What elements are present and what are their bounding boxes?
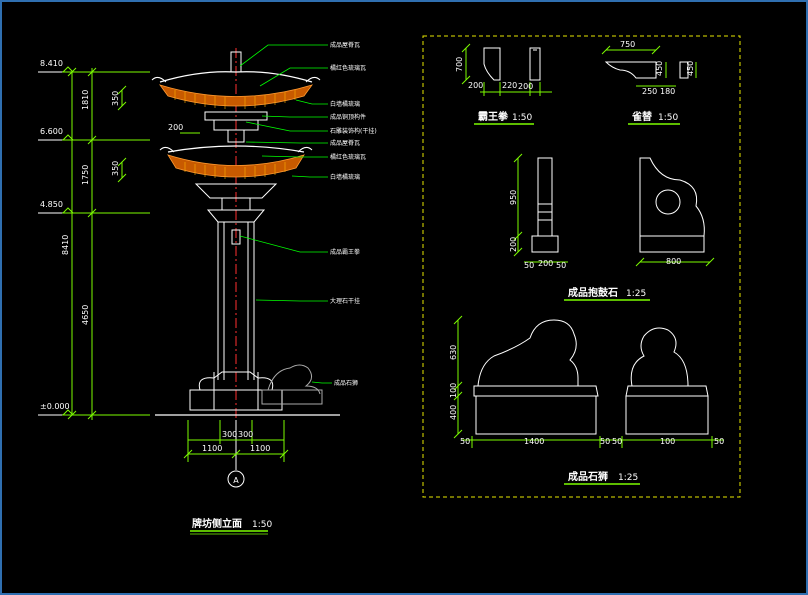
detail-scale: 1:50 <box>512 113 532 123</box>
dim-text: 1100 <box>250 444 270 453</box>
dim-text: 50 <box>714 437 724 446</box>
callout-text: 成品霸王拳 <box>330 248 360 256</box>
dim-text: 50 <box>524 261 534 270</box>
dim-text: 1810 <box>81 90 90 110</box>
bawangquan-detail: 700 200 220 200 霸王拳 1:50 <box>455 43 552 125</box>
detail-title: 霸王拳 <box>478 110 509 123</box>
dim-text: 750 <box>620 40 635 49</box>
dim-text: 1750 <box>81 165 90 185</box>
callout-text: 橘红色琉璃瓦 <box>330 64 366 72</box>
dim-text: 350 <box>111 91 120 106</box>
stone-lion <box>261 364 323 405</box>
dim-text: 700 <box>455 57 464 72</box>
detail-scale: 1:50 <box>658 113 678 123</box>
grid-axis-label: A <box>233 476 239 485</box>
dim-text: 200 <box>538 259 553 268</box>
dim-text: 630 <box>449 345 458 360</box>
column <box>189 209 283 411</box>
details-frame <box>422 35 741 498</box>
dim-text: 350 <box>111 161 120 176</box>
dim-text: 450 <box>655 61 664 76</box>
callout-text: 成品铜顶构件 <box>330 113 366 121</box>
callout-text: 橘红色琉璃瓦 <box>330 153 366 161</box>
dim-text: 50 <box>600 437 610 446</box>
dim-text: 200 <box>509 237 518 252</box>
detail-scale: 1:25 <box>618 473 638 483</box>
dim-text: 50 <box>612 437 622 446</box>
view-scale: 1:50 <box>252 520 272 530</box>
dim-text: 4650 <box>81 305 90 325</box>
dim-text: 1100 <box>202 444 222 453</box>
dim-text: 300 <box>238 430 253 439</box>
dim-text: 200 <box>468 81 483 90</box>
dim-text: 1400 <box>524 437 544 446</box>
dim-text: 8410 <box>61 235 70 255</box>
level-label: 6.600 <box>40 127 63 136</box>
view-title: 牌坊侧立面 <box>192 517 242 530</box>
dim-text: 200 <box>518 82 533 91</box>
detail-title: 雀替 <box>631 110 653 123</box>
dim-text: 220 <box>502 81 517 90</box>
dim-text: 100 <box>449 383 458 398</box>
level-label: 4.850 <box>40 200 63 209</box>
callout-text: 大理石干挂 <box>330 297 360 305</box>
upper-roof <box>151 51 321 143</box>
callout-text: 白墙橘琉璃 <box>330 173 360 181</box>
elevation-view: 8.410 6.600 4.850 ±0.000 1810 1750 8410 … <box>38 41 377 535</box>
dim-text: 450 <box>686 61 695 76</box>
level-label: 8.410 <box>40 59 63 68</box>
callout-text: 成品屋脊瓦 <box>330 139 360 147</box>
callout-text: 石雕装饰构(干挂) <box>330 127 377 135</box>
detail-title: 成品抱鼓石 <box>568 286 618 299</box>
dim-text: 400 <box>449 405 458 420</box>
dim-text: 250 <box>642 87 657 96</box>
dim-text: 50 <box>556 261 566 270</box>
grid-axis-bubble <box>227 470 245 488</box>
dim-text: 50 <box>460 437 470 446</box>
dim-text: 100 <box>660 437 675 446</box>
dim-text: 800 <box>666 257 681 266</box>
queti-detail: 750 450 250 180 450 雀替 1:50 <box>601 40 697 125</box>
dim-text: 300 <box>222 430 237 439</box>
callout-text: 白墙橘琉璃 <box>330 100 360 108</box>
baogushi-detail: 950 200 50 200 50 800 成品抱鼓石 1:25 <box>509 153 715 301</box>
dim-text: 200 <box>168 123 183 132</box>
shishi-detail: 630 100 400 50 1400 50 50 100 50 成品石狮 1:… <box>449 315 724 485</box>
callout-text: 成品屋脊瓦 <box>330 41 360 49</box>
callout-text: 成品石狮 <box>334 379 358 387</box>
level-label: ±0.000 <box>40 402 70 411</box>
dim-text: 180 <box>660 87 675 96</box>
detail-title: 成品石狮 <box>568 470 608 483</box>
dim-text: 950 <box>509 190 518 205</box>
detail-scale: 1:25 <box>626 289 646 299</box>
